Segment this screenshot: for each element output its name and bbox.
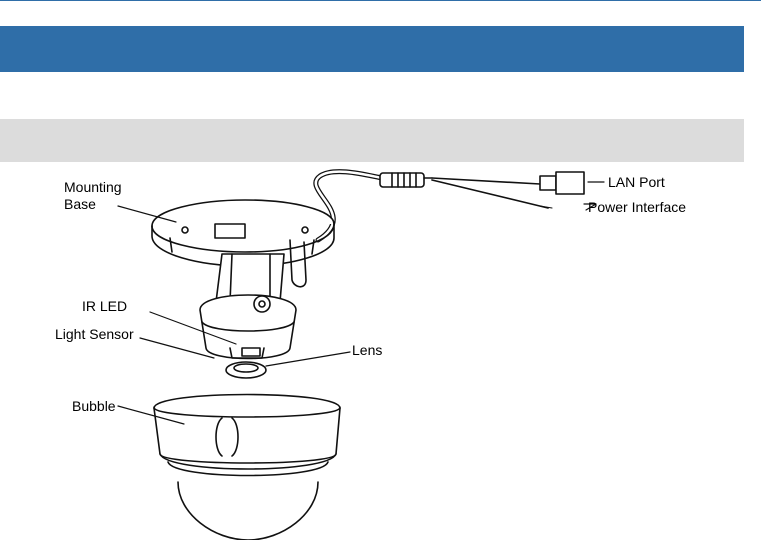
label-mounting-base-line2: Base: [64, 196, 96, 212]
subsection-title-bar: [0, 119, 744, 162]
label-lan-port: LAN Port: [608, 174, 665, 190]
lan-port: [540, 172, 584, 194]
label-power-interface: Power Interface: [588, 199, 686, 215]
camera-diagram: Mounting Base IR LED Light Sensor Lens B…: [0, 162, 761, 540]
mount-bracket: [216, 240, 306, 302]
cable-connector: [380, 173, 432, 187]
bubble: [154, 395, 340, 541]
label-bubble: Bubble: [72, 398, 116, 414]
top-rule: [0, 0, 761, 1]
label-ir-led: IR LED: [82, 298, 127, 314]
label-light-sensor: Light Sensor: [55, 326, 134, 342]
label-lens: Lens: [352, 342, 382, 358]
section-title-bar: [0, 26, 744, 72]
cable: [316, 172, 382, 240]
label-mounting-base-line1: Mounting: [64, 179, 122, 195]
